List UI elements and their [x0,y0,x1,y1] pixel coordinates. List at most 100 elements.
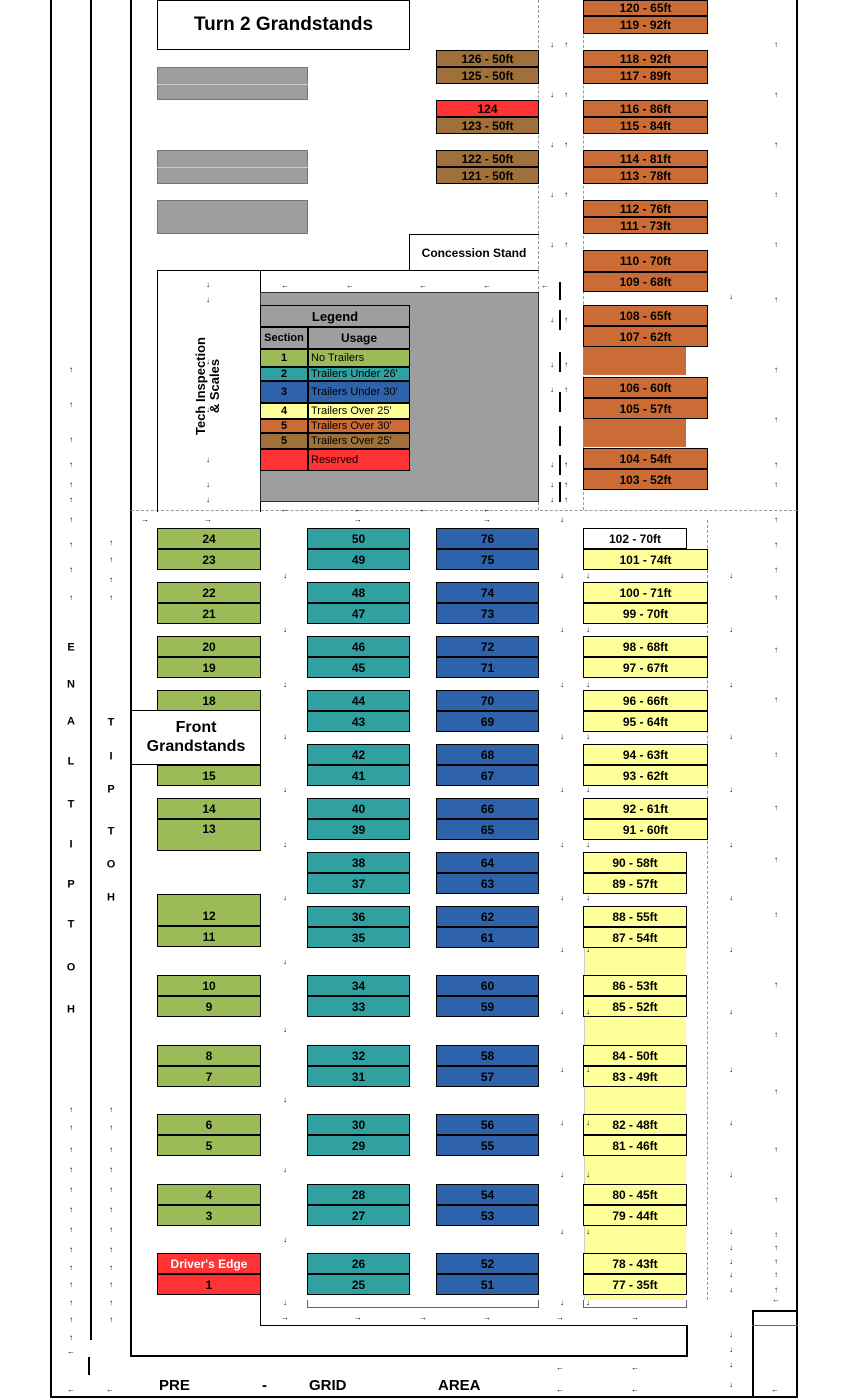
parking-spot[interactable]: 108 - 65ft [583,305,708,326]
parking-spot[interactable]: 19 [157,657,261,678]
parking-spot[interactable]: 94 - 63ft [583,744,708,765]
parking-spot[interactable]: 90 - 58ft [583,852,687,873]
parking-spot[interactable]: 40 [307,798,410,819]
parking-spot[interactable]: 39 [307,819,410,840]
parking-spot[interactable]: 7 [157,1066,261,1087]
parking-spot[interactable]: 38 [307,852,410,873]
parking-spot[interactable]: 36 [307,906,410,927]
parking-spot[interactable]: 48 [307,582,410,603]
parking-spot[interactable]: 33 [307,996,410,1017]
parking-spot[interactable]: 11 [157,926,261,947]
parking-spot[interactable]: 82 - 48ft [583,1114,687,1135]
parking-spot[interactable]: 13 [157,819,261,851]
parking-spot[interactable]: 65 [436,819,539,840]
parking-spot[interactable]: 51 [436,1274,539,1295]
parking-spot[interactable]: 110 - 70ft [583,250,708,272]
parking-spot[interactable]: 52 [436,1253,539,1274]
parking-spot[interactable]: 29 [307,1135,410,1156]
parking-spot[interactable]: 35 [307,927,410,948]
parking-spot[interactable]: 55 [436,1135,539,1156]
parking-spot[interactable]: 95 - 64ft [583,711,708,732]
parking-spot[interactable]: 45 [307,657,410,678]
parking-spot[interactable]: 14 [157,798,261,819]
parking-spot[interactable]: 80 - 45ft [583,1184,687,1205]
parking-spot[interactable]: 1 [157,1274,261,1295]
parking-spot[interactable]: 111 - 73ft [583,217,708,234]
parking-spot[interactable]: 25 [307,1274,410,1295]
parking-spot[interactable]: 47 [307,603,410,624]
parking-spot[interactable]: 56 [436,1114,539,1135]
parking-spot[interactable]: 64 [436,852,539,873]
parking-spot[interactable]: 4 [157,1184,261,1205]
parking-spot[interactable]: 71 [436,657,539,678]
parking-spot[interactable]: 67 [436,765,539,786]
parking-spot[interactable]: 43 [307,711,410,732]
parking-spot[interactable]: 98 - 68ft [583,636,708,657]
parking-spot[interactable]: 23 [157,549,261,570]
parking-spot[interactable]: 73 [436,603,539,624]
parking-spot[interactable]: 76 [436,528,539,549]
parking-spot[interactable]: 42 [307,744,410,765]
parking-spot[interactable]: 119 - 92ft [583,16,708,34]
parking-spot[interactable]: 20 [157,636,261,657]
parking-spot[interactable]: 28 [307,1184,410,1205]
parking-spot[interactable]: 15 [157,765,261,786]
parking-spot[interactable]: 50 [307,528,410,549]
parking-spot[interactable]: 31 [307,1066,410,1087]
parking-spot[interactable]: 77 - 35ft [583,1274,687,1295]
parking-spot[interactable]: 68 [436,744,539,765]
parking-spot[interactable]: 103 - 52ft [583,469,708,490]
parking-spot[interactable]: 106 - 60ft [583,377,708,398]
parking-spot[interactable]: 60 [436,975,539,996]
parking-spot[interactable]: 46 [307,636,410,657]
parking-spot[interactable]: 61 [436,927,539,948]
parking-spot[interactable]: 93 - 62ft [583,765,708,786]
parking-spot[interactable]: 49 [307,549,410,570]
parking-spot[interactable]: 117 - 89ft [583,67,708,84]
parking-spot-drivers-edge[interactable]: Driver's Edge [157,1253,261,1274]
parking-spot[interactable]: 112 - 76ft [583,200,708,217]
parking-spot[interactable]: 75 [436,549,539,570]
parking-spot[interactable]: 113 - 78ft [583,167,708,184]
parking-spot[interactable]: 26 [307,1253,410,1274]
parking-spot[interactable]: 84 - 50ft [583,1045,687,1066]
parking-spot[interactable]: 122 - 50ft [436,150,539,167]
parking-spot[interactable]: 63 [436,873,539,894]
parking-spot[interactable]: 105 - 57ft [583,398,708,419]
parking-spot[interactable]: 101 - 74ft [583,549,708,570]
parking-spot[interactable]: 99 - 70ft [583,603,708,624]
parking-spot[interactable]: 22 [157,582,261,603]
parking-spot[interactable]: 104 - 54ft [583,448,708,469]
parking-spot[interactable]: 53 [436,1205,539,1226]
parking-spot[interactable]: 97 - 67ft [583,657,708,678]
parking-spot-empty[interactable] [583,419,686,447]
parking-spot[interactable]: 21 [157,603,261,624]
parking-spot[interactable]: 89 - 57ft [583,873,687,894]
parking-spot[interactable]: 34 [307,975,410,996]
parking-spot[interactable]: 72 [436,636,539,657]
parking-spot[interactable]: 66 [436,798,539,819]
parking-spot[interactable]: 88 - 55ft [583,906,687,927]
parking-spot-empty[interactable] [583,347,686,375]
parking-spot[interactable]: 85 - 52ft [583,996,687,1017]
parking-spot[interactable]: 12 [157,894,261,926]
parking-spot[interactable]: 121 - 50ft [436,167,539,184]
parking-spot[interactable]: 123 - 50ft [436,117,539,134]
parking-spot[interactable]: 37 [307,873,410,894]
parking-spot[interactable]: 5 [157,1135,261,1156]
parking-spot[interactable]: 58 [436,1045,539,1066]
parking-spot[interactable]: 69 [436,711,539,732]
parking-spot[interactable]: 118 - 92ft [583,50,708,67]
parking-spot[interactable]: 18 [157,690,261,711]
parking-spot[interactable]: 87 - 54ft [583,927,687,948]
parking-spot[interactable]: 78 - 43ft [583,1253,687,1274]
parking-spot[interactable]: 81 - 46ft [583,1135,687,1156]
parking-spot[interactable]: 86 - 53ft [583,975,687,996]
parking-spot[interactable]: 74 [436,582,539,603]
parking-spot[interactable]: 96 - 66ft [583,690,708,711]
parking-spot[interactable]: 9 [157,996,261,1017]
parking-spot[interactable]: 57 [436,1066,539,1087]
parking-spot[interactable]: 54 [436,1184,539,1205]
parking-spot[interactable]: 6 [157,1114,261,1135]
parking-spot[interactable]: 41 [307,765,410,786]
